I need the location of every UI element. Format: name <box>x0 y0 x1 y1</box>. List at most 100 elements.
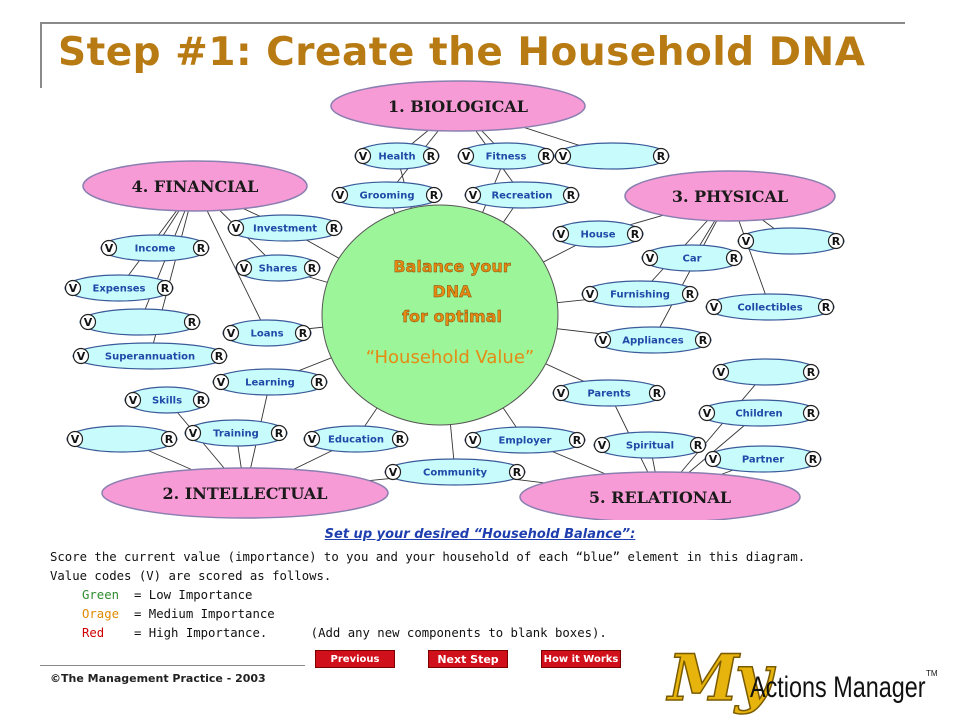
r-badge-learning[interactable]: R <box>310 373 328 391</box>
value-badge-training[interactable]: V <box>184 424 202 442</box>
value-badge-phys_blank-letter: V <box>742 235 751 248</box>
value-badge-int_blank[interactable]: V <box>66 430 84 448</box>
value-badge-house[interactable]: V <box>552 225 570 243</box>
r-badge-education[interactable]: R <box>391 430 409 448</box>
r-badge-shares[interactable]: R <box>303 259 321 277</box>
previous-step-button[interactable]: Previous Step <box>315 650 395 683</box>
value-badge-phys_blank[interactable]: V <box>737 232 755 250</box>
r-badge-collectibles[interactable]: R <box>817 298 835 316</box>
value-badge-superannuation[interactable]: V <box>72 347 90 365</box>
value-badge-car[interactable]: V <box>641 249 659 267</box>
r-badge-partner[interactable]: R <box>804 450 822 468</box>
value-badge-spiritual[interactable]: V <box>593 436 611 454</box>
value-badge-income[interactable]: V <box>100 239 118 257</box>
value-badge-community[interactable]: V <box>384 463 402 481</box>
value-badge-rel_blank[interactable]: V <box>712 363 730 381</box>
r-badge-income[interactable]: R <box>192 239 210 257</box>
value-badge-shares[interactable]: V <box>235 259 253 277</box>
r-badge-children[interactable]: R <box>802 404 820 422</box>
r-badge-skills[interactable]: R <box>192 391 210 409</box>
value-badge-skills[interactable]: V <box>124 391 142 409</box>
element-training[interactable]: V R Training <box>184 419 288 447</box>
r-badge-employer[interactable]: R <box>568 431 586 449</box>
r-badge-health[interactable]: R <box>422 147 440 165</box>
r-badge-parents[interactable]: R <box>648 384 666 402</box>
r-badge-fin_blank[interactable]: R <box>183 313 201 331</box>
value-badge-partner[interactable]: V <box>704 450 722 468</box>
how-it-works-button[interactable]: How it Works <box>541 650 621 668</box>
value-badge-learning[interactable]: V <box>212 373 230 391</box>
r-badge-employer-circle <box>568 431 586 449</box>
r-badge-recreation[interactable]: R <box>562 186 580 204</box>
r-badge-expenses[interactable]: R <box>156 279 174 297</box>
r-badge-bio_blank[interactable]: R <box>652 147 670 165</box>
value-badge-health[interactable]: V <box>354 147 372 165</box>
r-badge-investment[interactable]: R <box>325 219 343 237</box>
r-badge-loans[interactable]: R <box>294 324 312 342</box>
value-badge-recreation[interactable]: V <box>464 186 482 204</box>
r-badge-appliances[interactable]: R <box>694 331 712 349</box>
r-badge-superannuation[interactable]: R <box>210 347 228 365</box>
value-badge-grooming[interactable]: V <box>331 186 349 204</box>
value-code-orange-word: Orage <box>82 607 120 621</box>
r-badge-furnishing[interactable]: R <box>681 285 699 303</box>
next-step-button[interactable]: Next Step <box>428 650 508 668</box>
r-badge-int_blank[interactable]: R <box>160 430 178 448</box>
value-badge-appliances[interactable]: V <box>594 331 612 349</box>
r-badge-parents-letter: R <box>653 387 662 400</box>
value-badge-bio_blank[interactable]: V <box>554 147 572 165</box>
value-badge-fin_blank[interactable]: V <box>79 313 97 331</box>
value-badge-education[interactable]: V <box>303 430 321 448</box>
r-badge-phys_blank[interactable]: R <box>827 232 845 250</box>
r-badge-phys_blank-letter: R <box>832 235 841 248</box>
r-badge-rel_blank[interactable]: R <box>802 363 820 381</box>
value-badge-fitness[interactable]: V <box>457 147 475 165</box>
r-badge-fitness[interactable]: R <box>537 147 555 165</box>
value-badge-employer[interactable]: V <box>464 431 482 449</box>
r-badge-training[interactable]: R <box>270 424 288 442</box>
value-badge-loans[interactable]: V <box>222 324 240 342</box>
r-badge-car[interactable]: R <box>725 249 743 267</box>
element-label: Training <box>213 429 259 440</box>
r-badge-community[interactable]: R <box>508 463 526 481</box>
value-badge-expenses[interactable]: V <box>64 279 82 297</box>
r-badge-house[interactable]: R <box>626 225 644 243</box>
value-badge-children[interactable]: V <box>698 404 716 422</box>
value-badge-investment[interactable]: V <box>227 219 245 237</box>
r-badge-spiritual[interactable]: R <box>689 436 707 454</box>
value-badge-collectibles[interactable]: V <box>705 298 723 316</box>
value-badge-parents[interactable]: V <box>552 384 570 402</box>
value-badge-furnishing[interactable]: V <box>581 285 599 303</box>
category-label: 4. FINANCIAL <box>132 177 259 196</box>
r-badge-grooming[interactable]: R <box>425 186 443 204</box>
